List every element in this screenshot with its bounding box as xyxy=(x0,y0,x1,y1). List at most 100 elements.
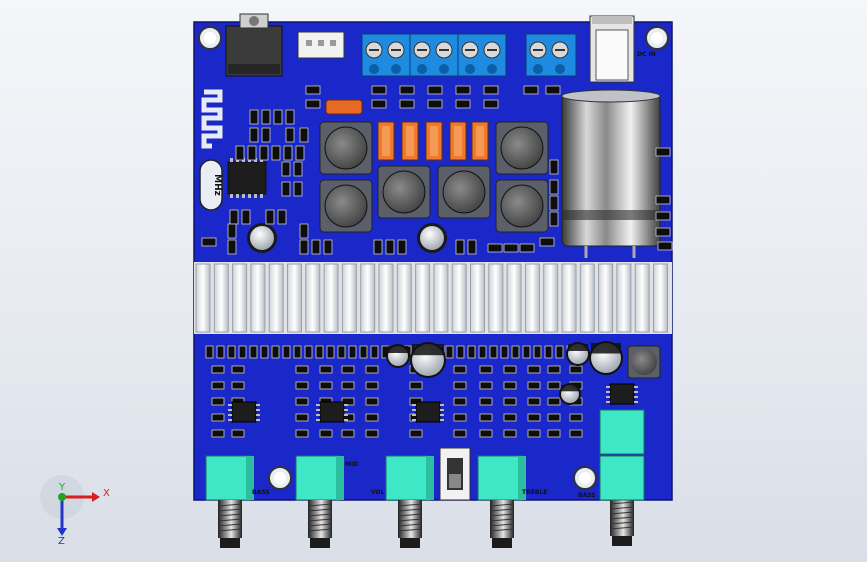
knob-thread xyxy=(609,511,635,515)
op-amp-pin xyxy=(606,401,610,403)
smd-part xyxy=(455,85,471,95)
smd-part xyxy=(427,99,443,109)
smd-part xyxy=(555,345,564,359)
op-amp-pin xyxy=(440,419,444,421)
smd-part xyxy=(293,345,302,359)
smd-part xyxy=(211,413,225,422)
lower-capacitors xyxy=(386,341,661,405)
smd-part xyxy=(453,429,467,438)
potentiometer-group[interactable] xyxy=(205,455,635,548)
smd-part xyxy=(227,239,237,255)
knob-tip xyxy=(400,538,420,548)
mute-switch[interactable] xyxy=(439,447,471,501)
smd-part xyxy=(271,145,281,161)
crystal-oscillator: MHz xyxy=(199,159,223,211)
inductor-group xyxy=(319,121,549,233)
op-amp xyxy=(412,401,444,423)
potentiometer-3[interactable] xyxy=(385,455,434,548)
potentiometer-4[interactable] xyxy=(477,455,526,548)
potentiometer-5[interactable] xyxy=(609,500,635,546)
smd-part xyxy=(341,429,355,438)
mounting-holes xyxy=(198,26,669,490)
knob-thread xyxy=(489,518,515,522)
op-amp-pin xyxy=(316,404,320,406)
smd-part xyxy=(249,127,259,143)
heat-sink-fin xyxy=(323,263,339,333)
smd-part xyxy=(311,239,321,255)
ic-pin xyxy=(254,194,257,198)
potentiometer-1[interactable] xyxy=(205,455,254,548)
audio-jack[interactable] xyxy=(225,13,283,77)
small-capacitor-2 xyxy=(417,223,447,253)
smd-part xyxy=(487,243,503,253)
smd-part xyxy=(260,345,269,359)
heat-sink-fin xyxy=(634,263,650,333)
knob-thread xyxy=(489,508,515,512)
ic-pin xyxy=(242,194,245,198)
knob-thread xyxy=(217,518,243,522)
op-amp-pin xyxy=(344,409,348,411)
smd-part xyxy=(238,345,247,359)
smd-part xyxy=(547,397,561,406)
smd-part xyxy=(299,239,309,255)
op-amp-pin xyxy=(256,419,260,421)
knob-thread xyxy=(397,508,423,512)
smd-part xyxy=(483,85,499,95)
op-amp-pin xyxy=(634,391,638,393)
smd-part xyxy=(365,429,379,438)
heat-sink-fin xyxy=(579,263,595,333)
axis-triad-icon[interactable]: X Z Y xyxy=(40,475,110,547)
smd-part xyxy=(337,345,346,359)
smd-part xyxy=(370,345,379,359)
smd-part xyxy=(211,429,225,438)
smd-part xyxy=(295,413,309,422)
capacitor-band xyxy=(591,343,621,354)
inductor-core xyxy=(500,184,544,228)
op-amp-pin xyxy=(412,409,416,411)
smd-part xyxy=(549,179,559,195)
terminal-block-4 xyxy=(525,33,577,77)
heat-sink-fin xyxy=(341,263,357,333)
smd-part xyxy=(397,239,407,255)
knob-thread xyxy=(307,528,333,532)
knob-thread xyxy=(217,513,243,517)
smd-part xyxy=(409,429,423,438)
smd-part xyxy=(569,413,583,422)
ic-pin xyxy=(236,194,239,198)
smd-part xyxy=(305,85,321,95)
knob-tip xyxy=(492,538,512,548)
smd-part xyxy=(326,345,335,359)
smd-part xyxy=(201,237,217,247)
smd-part xyxy=(503,243,519,253)
smd-part xyxy=(467,239,477,255)
smd-part xyxy=(655,211,671,221)
smd-part xyxy=(205,345,214,359)
smd-part xyxy=(453,397,467,406)
terminal-block-group[interactable] xyxy=(361,33,577,77)
smd-part xyxy=(399,99,415,109)
inductor xyxy=(377,165,431,219)
potentiometer-2[interactable] xyxy=(295,455,344,548)
smd-part xyxy=(503,397,517,406)
potentiometer-body xyxy=(477,455,523,501)
op-amp-body xyxy=(415,401,441,423)
op-amp xyxy=(228,401,260,423)
dc-jack[interactable] xyxy=(589,15,635,83)
smd-part xyxy=(479,397,493,406)
heat-sink-fin xyxy=(561,263,577,333)
film-capacitor-highlight xyxy=(476,126,484,156)
op-amp-pin xyxy=(412,414,416,416)
op-amp-pin xyxy=(344,419,348,421)
small-capacitor-1 xyxy=(247,223,277,253)
heat-sink-fin xyxy=(396,263,412,333)
side-connector[interactable] xyxy=(599,409,645,501)
smd-part xyxy=(211,365,225,374)
smd-part xyxy=(249,345,258,359)
smd-part xyxy=(503,429,517,438)
terminal-hole xyxy=(439,64,449,74)
smd-part xyxy=(503,365,517,374)
smd-part xyxy=(479,381,493,390)
op-amp-pin xyxy=(228,414,232,416)
smd-part xyxy=(547,413,561,422)
